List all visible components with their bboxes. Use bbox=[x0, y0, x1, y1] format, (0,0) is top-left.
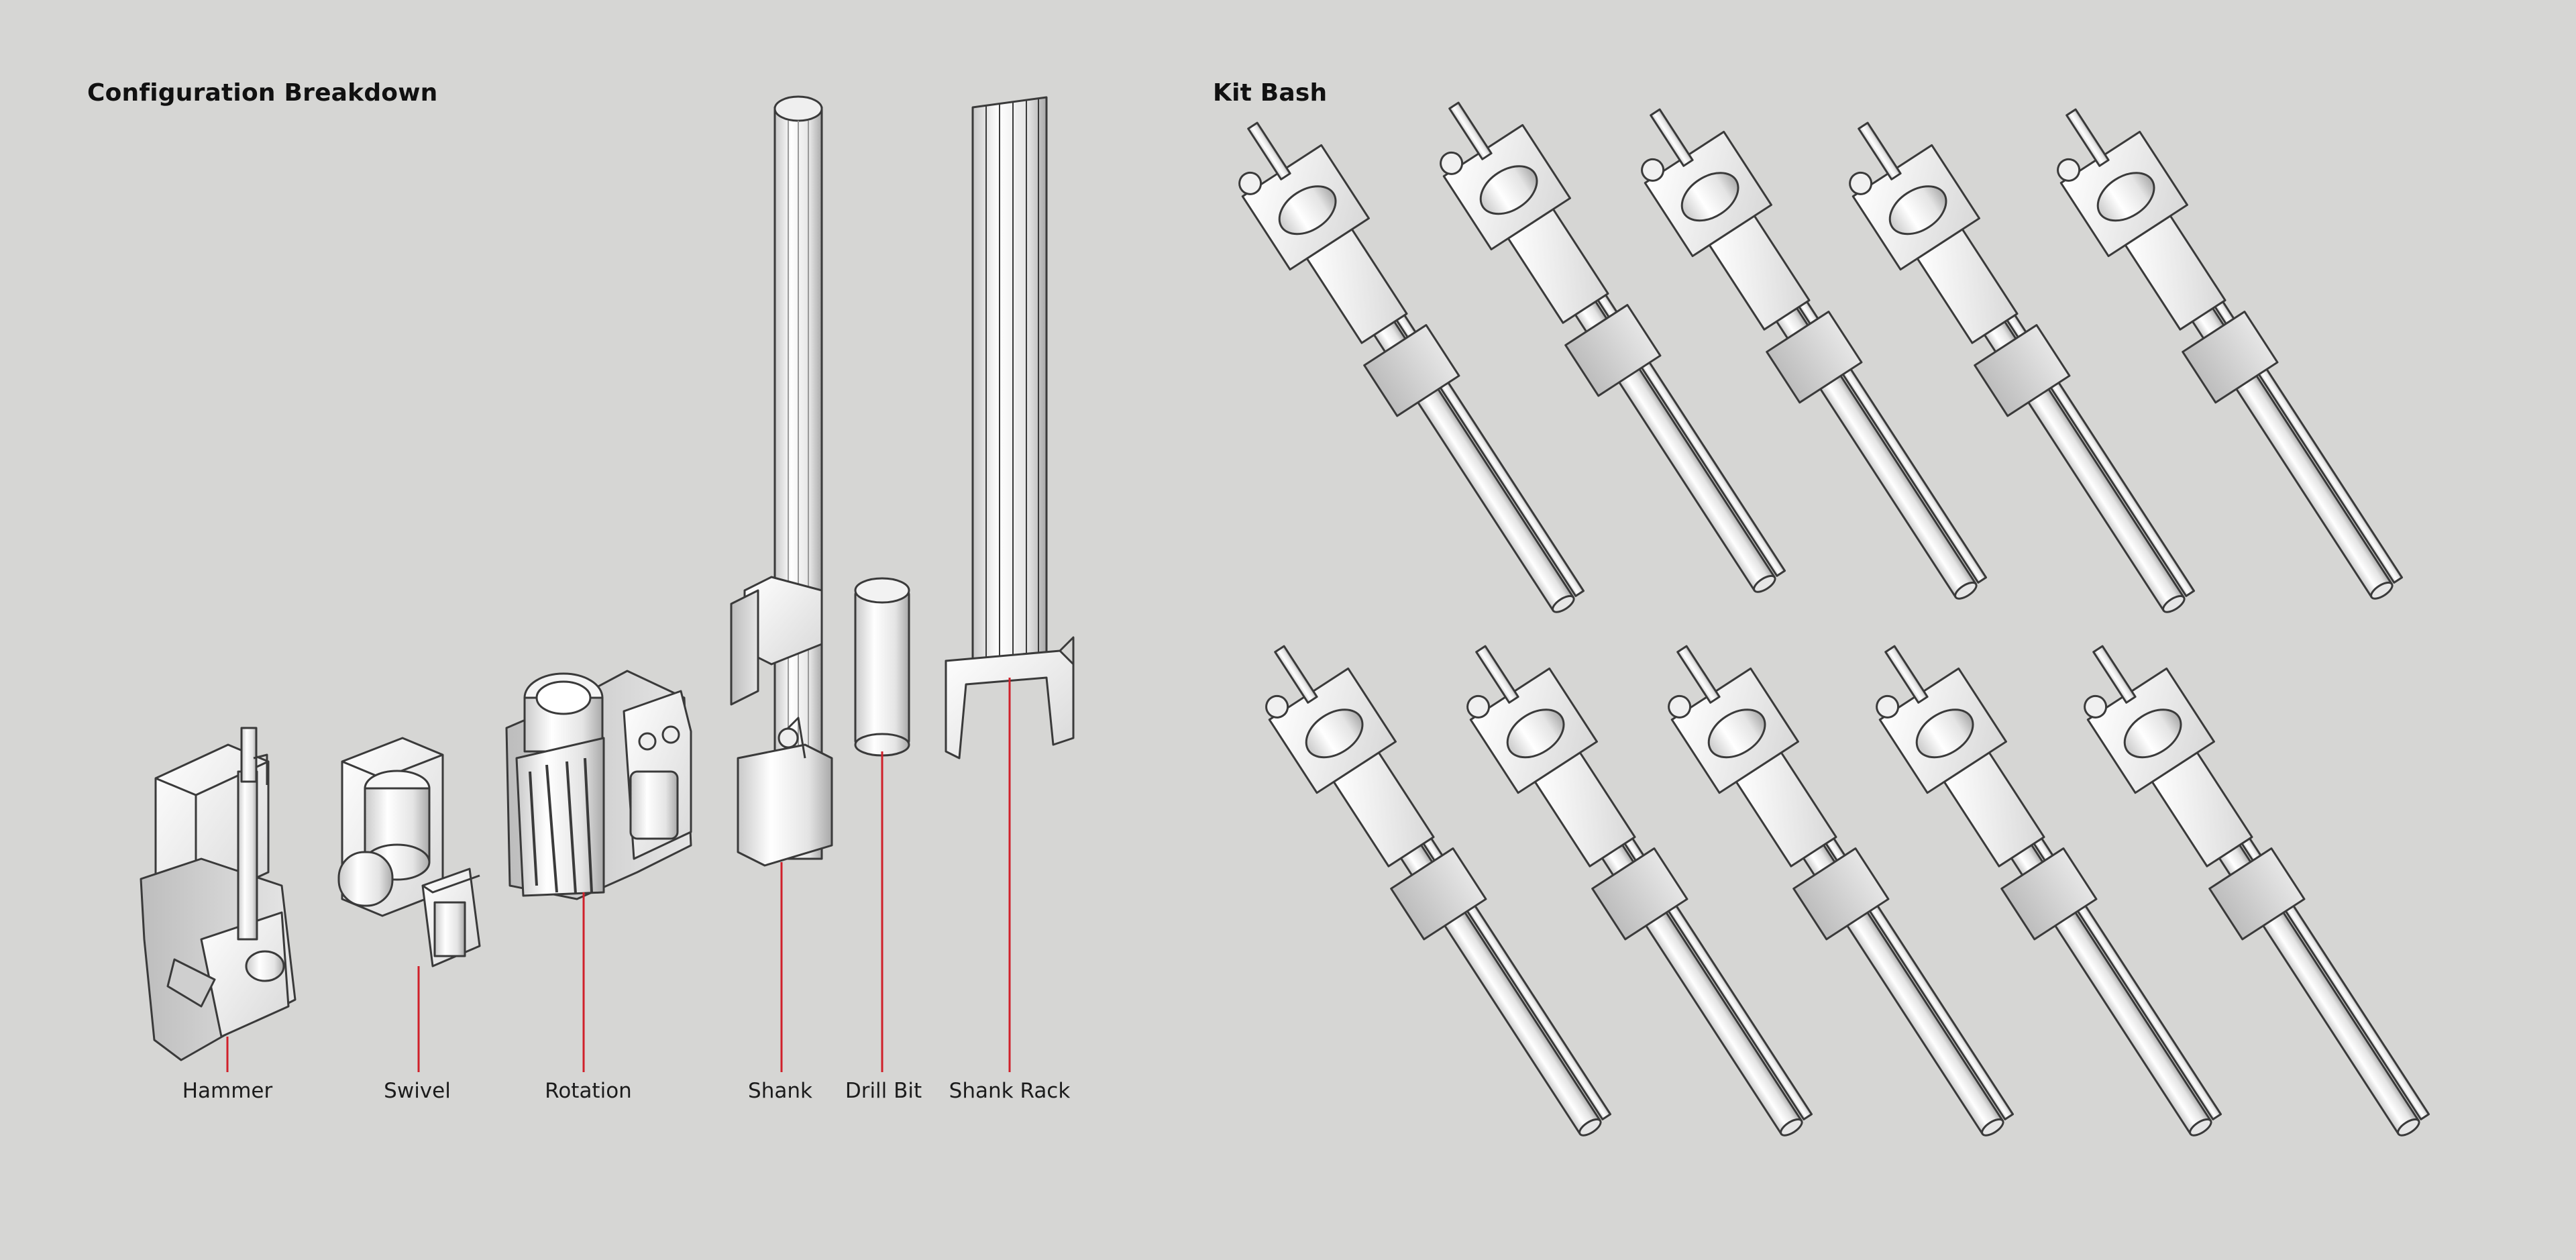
kitbash-component bbox=[1974, 324, 2071, 417]
kitbash-component bbox=[2092, 645, 2137, 704]
kitbash-component bbox=[2162, 594, 2186, 613]
kitbash-variants bbox=[1238, 101, 2430, 1137]
swivel-label: Swivel bbox=[384, 1079, 451, 1103]
kitbash-component bbox=[1475, 645, 1519, 704]
kitbash-component bbox=[1552, 594, 1575, 613]
kitbash-component bbox=[1650, 108, 1694, 167]
kitbash-component bbox=[2397, 1118, 2420, 1137]
kitbash-component bbox=[1363, 324, 1460, 417]
kitbash-component bbox=[1238, 171, 1263, 195]
kitbash-component bbox=[2370, 581, 2394, 600]
kitbash-variant bbox=[1668, 645, 2015, 1137]
kitbash-variant bbox=[1440, 101, 1786, 593]
kitbash-variant bbox=[1849, 121, 2196, 613]
kitbash-component bbox=[1347, 281, 1574, 612]
shank-rack-drawing bbox=[945, 96, 1075, 759]
kitbash-component bbox=[1274, 645, 1318, 704]
kitbash-component bbox=[1479, 165, 1538, 215]
rotation-drawing bbox=[505, 670, 692, 900]
kitbash-variant bbox=[1238, 121, 1585, 613]
kitbash-component bbox=[1374, 804, 1601, 1135]
kitbash-component bbox=[1849, 171, 1873, 195]
swivel-drawing bbox=[337, 737, 481, 967]
hammer-drawing bbox=[140, 727, 297, 1061]
kitbash-component bbox=[1448, 101, 1493, 160]
kitbash-component bbox=[1884, 645, 1929, 704]
kitbash-component bbox=[1265, 694, 1289, 719]
kitbash-component bbox=[1984, 804, 2212, 1135]
kitbash-component bbox=[2000, 847, 2098, 941]
kitbash-component bbox=[1776, 804, 2004, 1135]
kitbash-component bbox=[1766, 311, 1863, 404]
kitbash-component bbox=[1506, 708, 1565, 759]
kitbash-variant bbox=[1265, 645, 1612, 1137]
kitbash-component bbox=[1278, 185, 1337, 235]
kitbash-component bbox=[1247, 121, 1291, 180]
kitbash-component bbox=[1957, 281, 2185, 612]
kitbash-component bbox=[2065, 108, 2110, 167]
kitbash-component bbox=[1858, 121, 1902, 180]
kitbash-component bbox=[1876, 694, 1900, 719]
shank-label: Shank bbox=[748, 1079, 812, 1103]
kitbash-component bbox=[2084, 694, 2108, 719]
kitbash-variant bbox=[1466, 645, 1813, 1137]
kitbash-component bbox=[1680, 172, 1739, 222]
kitbash-component bbox=[2096, 172, 2155, 222]
kitbash-component bbox=[2123, 708, 2182, 759]
kitbash-component bbox=[1641, 158, 1665, 182]
kitbash-component bbox=[1591, 847, 1688, 941]
kitbash-component bbox=[1780, 1118, 1803, 1137]
kitbash-component bbox=[1578, 1118, 1602, 1137]
kitbash-component bbox=[2057, 158, 2081, 182]
kitbash-component bbox=[2208, 847, 2306, 941]
kitbash-component bbox=[1564, 304, 1662, 397]
configuration-breakdown-title: Configuration Breakdown bbox=[87, 79, 438, 107]
kitbash-component bbox=[1707, 708, 1766, 759]
kitbash-component bbox=[1792, 847, 1890, 941]
kitbash-component bbox=[1466, 694, 1491, 719]
leader-lines bbox=[226, 678, 1011, 1072]
kitbash-component bbox=[2192, 804, 2420, 1135]
kitbash-component bbox=[1390, 847, 1487, 941]
kitbash-component bbox=[1305, 708, 1364, 759]
kitbash-component bbox=[1888, 185, 1947, 235]
drill-bit-drawing bbox=[854, 577, 910, 757]
kitbash-component bbox=[1954, 581, 1978, 600]
rotation-label: Rotation bbox=[545, 1079, 632, 1103]
kitbash-variant bbox=[2084, 645, 2430, 1137]
kit-bash-title: Kit Bash bbox=[1213, 79, 1328, 107]
hammer-label: Hammer bbox=[182, 1079, 273, 1103]
kitbash-component bbox=[2182, 311, 2279, 404]
kitbash-component bbox=[1750, 268, 1977, 598]
kitbash-variant bbox=[1876, 645, 2222, 1137]
drill-bit-label: Drill Bit bbox=[845, 1079, 922, 1103]
kitbash-component bbox=[2189, 1118, 2212, 1137]
kitbash-variant bbox=[1641, 108, 1988, 600]
kitbash-component bbox=[1440, 151, 1464, 175]
kitbash-component bbox=[1668, 694, 1692, 719]
kitbash-component bbox=[1676, 645, 1721, 704]
shank-drawing bbox=[730, 95, 833, 867]
kitbash-component bbox=[1753, 574, 1776, 593]
kitbash-component bbox=[1575, 804, 1803, 1135]
kitbash-variant bbox=[2057, 108, 2404, 600]
kitbash-component bbox=[1981, 1118, 2004, 1137]
kitbash-component bbox=[2165, 268, 2393, 598]
kitbash-component bbox=[1915, 708, 1974, 759]
shank-rack-label: Shank Rack bbox=[949, 1079, 1071, 1103]
kitbash-component bbox=[1548, 261, 1776, 592]
